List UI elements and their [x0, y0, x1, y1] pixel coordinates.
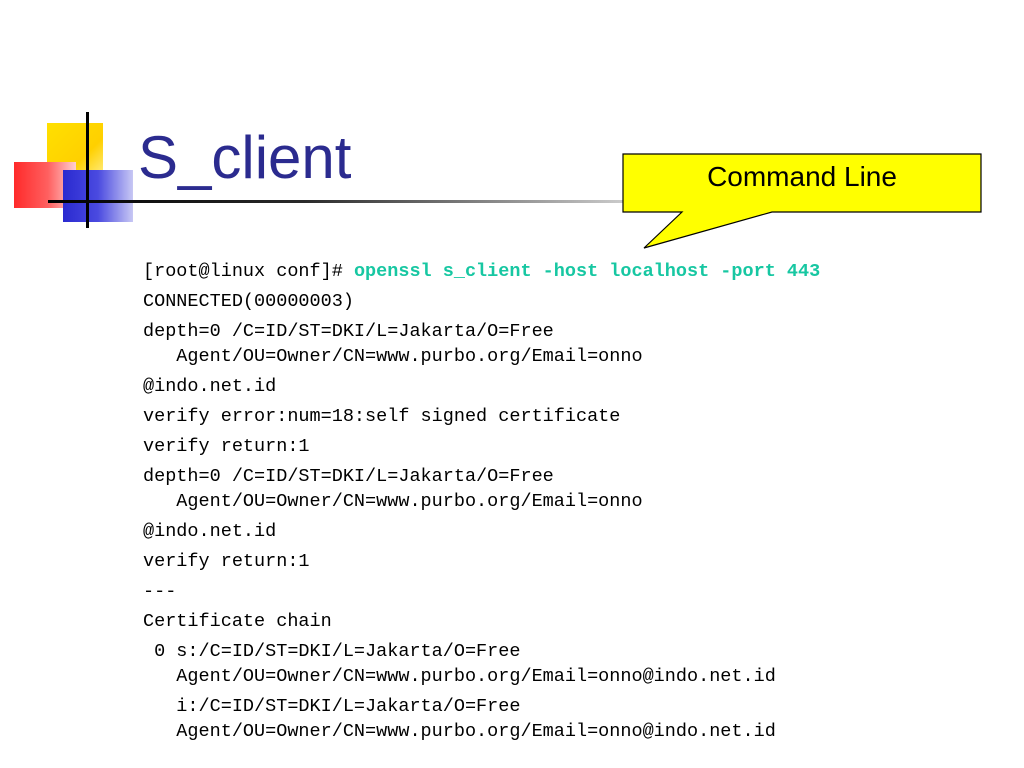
callout-label: Command Line	[707, 161, 897, 192]
command-line: [root@linux conf]# openssl s_client -hos…	[143, 259, 1003, 284]
title-underline	[48, 200, 688, 203]
output-line: depth=0 /C=ID/ST=DKI/L=Jakarta/O=Free Ag…	[143, 466, 643, 512]
output-line: @indo.net.id	[143, 521, 277, 542]
output-line: verify return:1	[143, 551, 310, 572]
output-line: @indo.net.id	[143, 376, 277, 397]
slide-title: S_client	[138, 124, 352, 191]
output-line: i:/C=ID/ST=DKI/L=Jakarta/O=Free Agent/OU…	[176, 696, 776, 742]
output-line: CONNECTED(00000003)	[143, 291, 354, 312]
openssl-command: openssl s_client -host localhost -port 4…	[353, 261, 821, 282]
shell-prompt: [root@linux conf]#	[143, 261, 354, 282]
output-line: verify error:num=18:self signed certific…	[143, 406, 621, 427]
command-line-callout: Command Line	[622, 153, 982, 249]
output-line: depth=0 /C=ID/ST=DKI/L=Jakarta/O=Free Ag…	[143, 321, 643, 367]
output-line: 0 s:/C=ID/ST=DKI/L=Jakarta/O=Free Agent/…	[154, 641, 776, 687]
blue-square-decoration	[63, 170, 133, 222]
output-line: Certificate chain	[143, 611, 332, 632]
output-line: verify return:1	[143, 436, 310, 457]
vertical-rule	[86, 112, 89, 228]
terminal-output: [root@linux conf]# openssl s_client -hos…	[143, 259, 1003, 749]
output-line: ---	[143, 581, 177, 602]
callout-bubble-shape	[622, 153, 982, 249]
